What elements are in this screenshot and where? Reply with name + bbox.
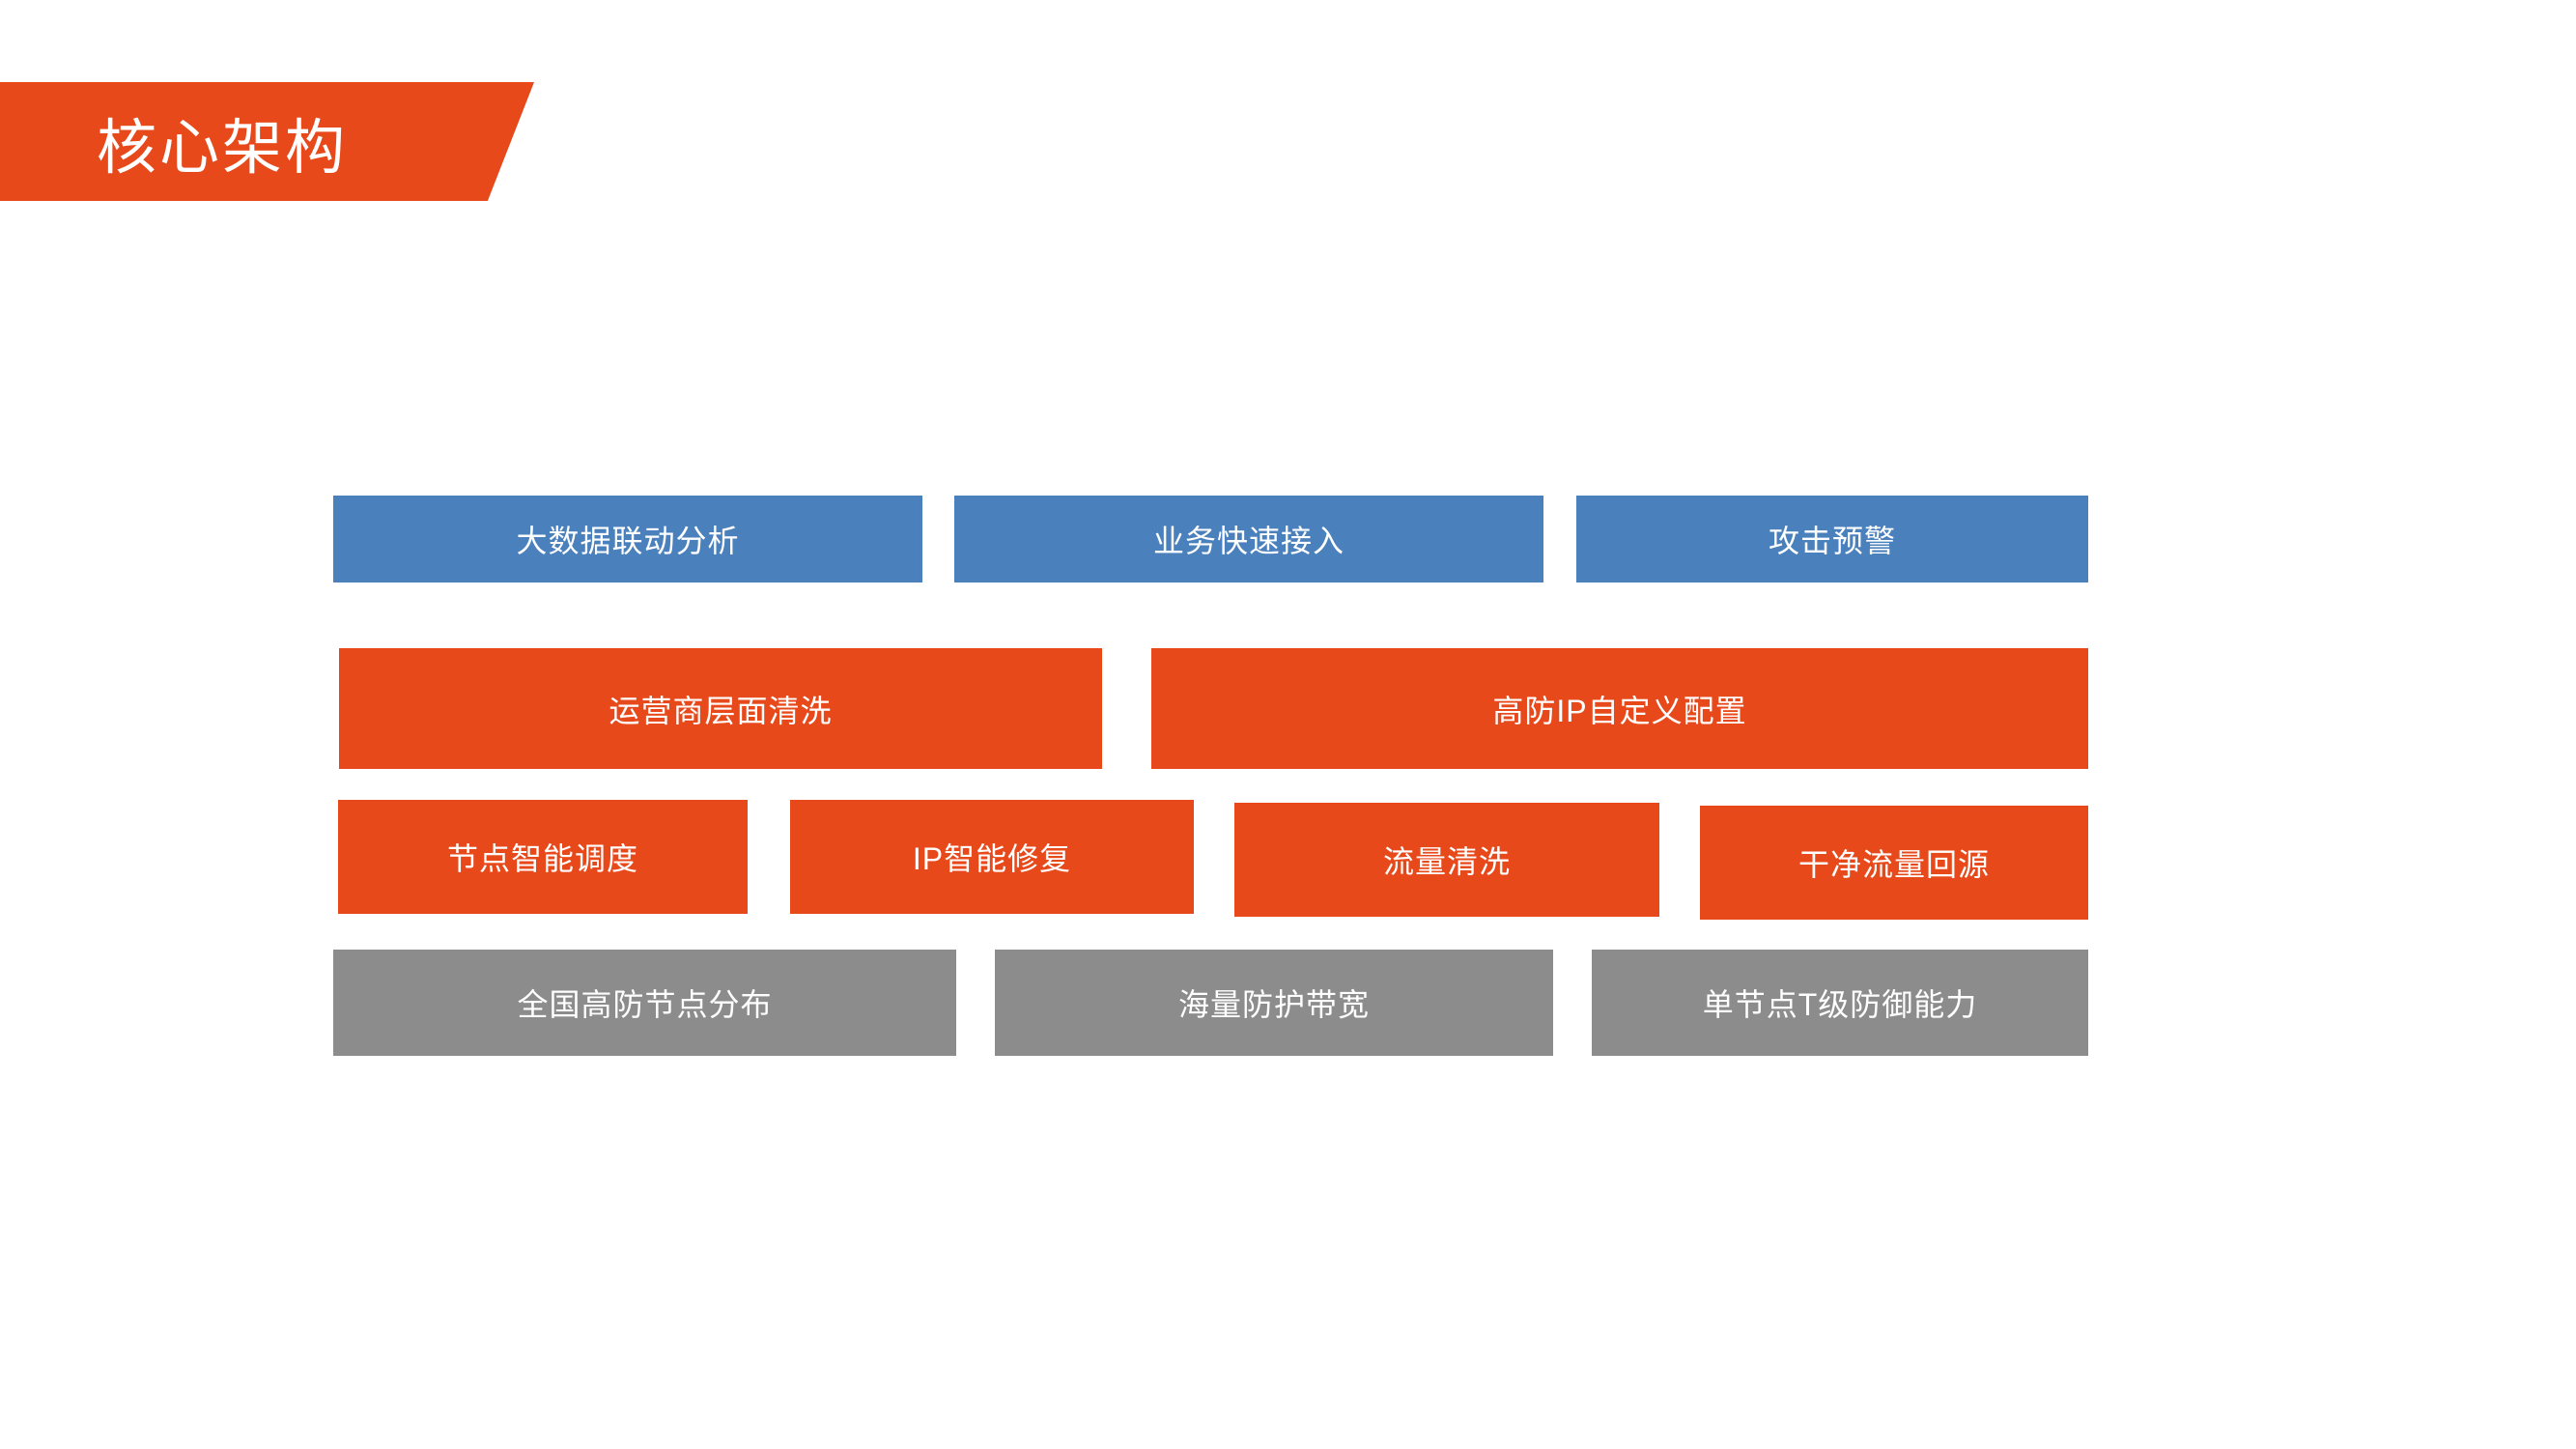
arch-box-attack-warning[interactable]: 攻击预警: [1576, 496, 2088, 582]
arch-box-clean-traffic-back-to-source[interactable]: 干净流量回源: [1700, 806, 2088, 920]
arch-box-high-defense-ip-custom-config[interactable]: 高防IP自定义配置: [1151, 648, 2088, 769]
arch-box-nationwide-high-defense-node-distribution[interactable]: 全国高防节点分布: [333, 950, 956, 1056]
arch-box-single-node-t-level-defense[interactable]: 单节点T级防御能力: [1592, 950, 2088, 1056]
arch-box-traffic-cleaning[interactable]: 流量清洗: [1234, 803, 1659, 917]
arch-box-big-data-linkage-analysis[interactable]: 大数据联动分析: [333, 496, 922, 582]
arch-box-rapid-business-access[interactable]: 业务快速接入: [954, 496, 1543, 582]
arch-box-ip-intelligent-repair[interactable]: IP智能修复: [790, 800, 1194, 914]
arch-box-massive-protection-bandwidth[interactable]: 海量防护带宽: [995, 950, 1553, 1056]
page-title: 核心架构: [97, 114, 349, 182]
title-banner-shape: [0, 82, 534, 201]
arch-box-operator-level-cleaning[interactable]: 运营商层面清洗: [339, 648, 1102, 769]
arch-box-node-intelligent-scheduling[interactable]: 节点智能调度: [338, 800, 748, 914]
